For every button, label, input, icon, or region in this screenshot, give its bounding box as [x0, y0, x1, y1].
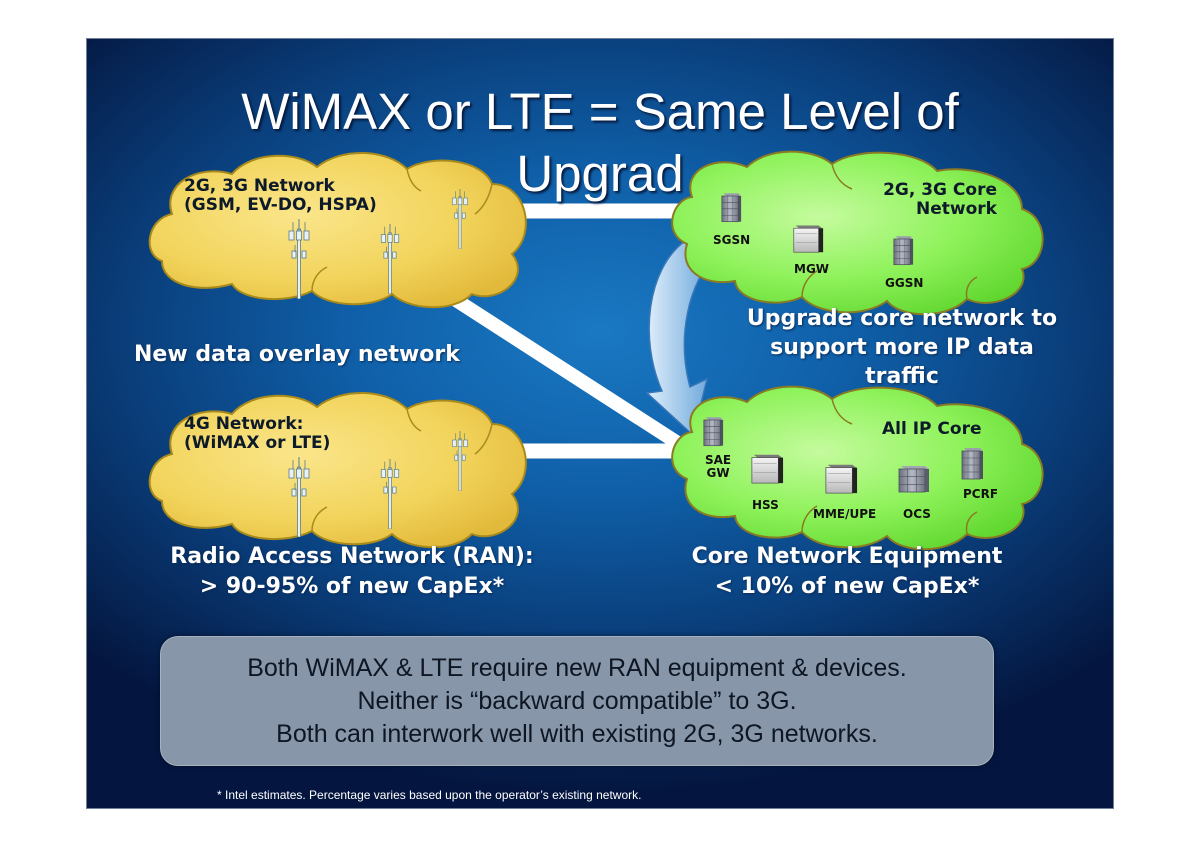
node-label-sae-gw: SAE GW: [705, 454, 731, 480]
ran-cloud-2g3g: [148, 151, 527, 309]
upgrade-core-line2: support more IP data: [770, 335, 1034, 360]
upgrade-core-annotation: Upgrade core network to support more IP …: [717, 304, 1087, 391]
node-label-pcrf: PCRF: [963, 487, 999, 501]
core-cloud-all-ip-label: All IP Core: [882, 419, 982, 439]
summary-line2: Neither is “backward compatible” to 3G.: [357, 687, 797, 715]
ran-cloud-2g3g-subtitle: (GSM, EV-DO, HSPA): [184, 195, 377, 215]
core-cloud-2g3g-title: 2G, 3G Core: [883, 180, 997, 200]
upgrade-core-line3: traffic: [865, 364, 939, 389]
ran-cloud-4g-label: 4G Network: (WiMAX or LTE): [184, 415, 330, 453]
chassis-icon: [751, 454, 784, 484]
network-diagram: [148, 150, 1044, 551]
core-cloud-2g3g: [671, 150, 1044, 316]
ran-capex-value: > 90-95% of new CapEx*: [199, 574, 505, 599]
footnote: * Intel estimates. Percentage varies bas…: [217, 788, 642, 802]
ran-cloud-2g3g-title: 2G, 3G Network: [184, 176, 335, 196]
server-rack-icon: [961, 447, 984, 480]
core-cloud-all-ip: [671, 385, 1044, 551]
summary-line1: Both WiMAX & LTE require new RAN equipme…: [247, 654, 907, 682]
summary-line3: Both can interwork well with existing 2G…: [276, 720, 878, 748]
ran-cloud-4g-subtitle: (WiMAX or LTE): [184, 433, 331, 453]
ran-cloud-2g3g-label: 2G, 3G Network (GSM, EV-DO, HSPA): [184, 177, 377, 215]
node-label-sgsn: SGSN: [713, 233, 751, 247]
core-capex-title: Core Network Equipment: [691, 544, 1003, 569]
ran-capex-label: Radio Access Network (RAN): > 90-95% of …: [122, 542, 582, 602]
storage-array-icon: [898, 465, 930, 493]
ran-cloud-4g-title: 4G Network:: [184, 414, 304, 434]
chassis-icon: [825, 464, 858, 494]
server-rack-icon: [703, 416, 724, 447]
core-capex-label: Core Network Equipment < 10% of new CapE…: [647, 542, 1047, 602]
slide-title: WiMAX or LTE = Same Level of Upgrad: [87, 81, 1113, 205]
slide-title-line1: WiMAX or LTE = Same Level of: [241, 83, 959, 140]
ran-cloud-4g: [148, 391, 527, 549]
overlay-network-label: New data overlay network: [134, 342, 460, 367]
node-label-ocs: OCS: [903, 507, 931, 521]
core-capex-value: < 10% of new CapEx*: [714, 574, 980, 599]
node-label-gw: GW: [706, 466, 730, 480]
chassis-icon: [793, 225, 824, 253]
link-2g3g-ran-to-all-ip-core: [438, 285, 691, 455]
node-label-sae: SAE: [705, 453, 732, 467]
core-cloud-2g3g-label: 2G, 3G Core Network: [847, 181, 997, 219]
slide: WiMAX or LTE = Same Level of Upgrad 2G, …: [87, 39, 1113, 808]
node-label-ggsn: GGSN: [885, 276, 924, 290]
slide-title-line2: Upgrad: [516, 145, 684, 202]
node-label-hss: HSS: [752, 498, 779, 512]
upgrade-core-line1: Upgrade core network to: [746, 306, 1058, 331]
node-label-mme-upe: MME/UPE: [813, 507, 877, 521]
node-label-mgw: MGW: [794, 262, 830, 276]
summary-box: Both WiMAX & LTE require new RAN equipme…: [160, 636, 994, 766]
core-cloud-2g3g-subtitle: Network: [916, 199, 997, 219]
ran-capex-title: Radio Access Network (RAN):: [170, 544, 534, 569]
server-rack-icon: [893, 235, 914, 266]
